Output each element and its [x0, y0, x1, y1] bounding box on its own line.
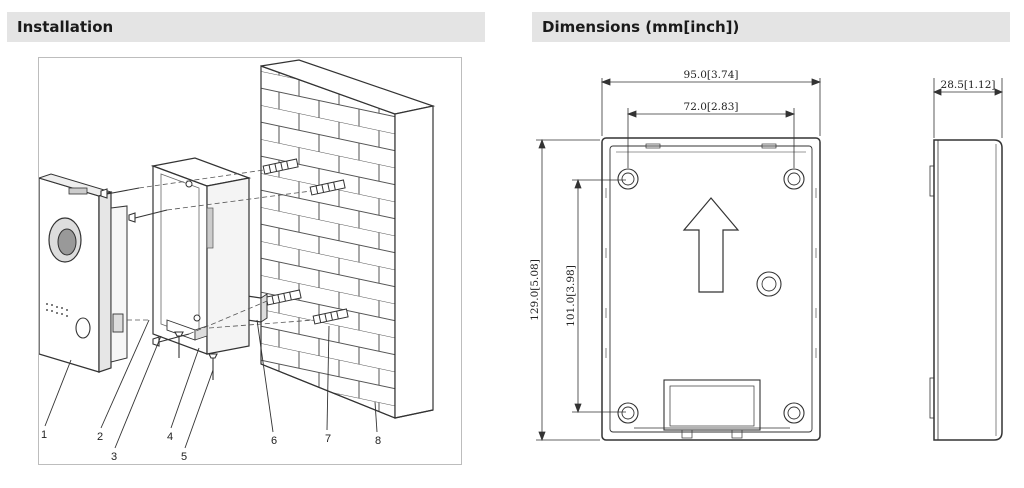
- dimensions-drawing: 95.0[3.74] 72.0[2.83] 129.0[5.08] 101.0[…: [529, 69, 1004, 442]
- dimensions-title: Dimensions (mm[inch]): [542, 18, 740, 36]
- width-total-label: 95.0[3.74]: [684, 69, 739, 81]
- dimensions-header: Dimensions (mm[inch]): [532, 12, 1010, 42]
- depth-dimension: [932, 78, 1004, 138]
- width-dimension: [600, 78, 822, 136]
- brick-wall: [260, 59, 436, 419]
- front-view: [601, 137, 821, 441]
- hole-spacing-v-dimension: [572, 178, 626, 414]
- height-dimension: [536, 138, 600, 442]
- callout-8: 8: [375, 435, 381, 447]
- callout-1: 1: [41, 429, 47, 441]
- callout-6: 6: [271, 435, 277, 447]
- installation-diagram: 1 2 3 4 5 6 7 8: [37, 59, 436, 463]
- wall-anchors: [262, 158, 349, 325]
- height-total-label: 129.0[5.08]: [529, 259, 541, 321]
- cable-plate: [246, 293, 268, 323]
- door-station: [37, 173, 128, 373]
- screws: [100, 187, 218, 380]
- callout-leaders: [44, 319, 378, 449]
- callout-3: 3: [111, 451, 117, 463]
- callout-5: 5: [181, 451, 187, 463]
- installation-diagram-panel: 1 2 3 4 5 6 7 8: [37, 57, 462, 465]
- mounting-box: [150, 157, 252, 355]
- installation-header: Installation: [7, 12, 485, 42]
- callout-2: 2: [97, 431, 103, 443]
- side-view: [929, 139, 1003, 441]
- callout-4: 4: [167, 431, 173, 443]
- callout-7: 7: [325, 433, 331, 445]
- depth-label: 28.5[1.12]: [941, 79, 996, 91]
- installation-title: Installation: [17, 18, 114, 36]
- hole-spacing-h-label: 72.0[2.83]: [684, 101, 739, 113]
- hole-spacing-v-label: 101.0[3.98]: [565, 265, 577, 327]
- assembly-guides: [127, 169, 315, 335]
